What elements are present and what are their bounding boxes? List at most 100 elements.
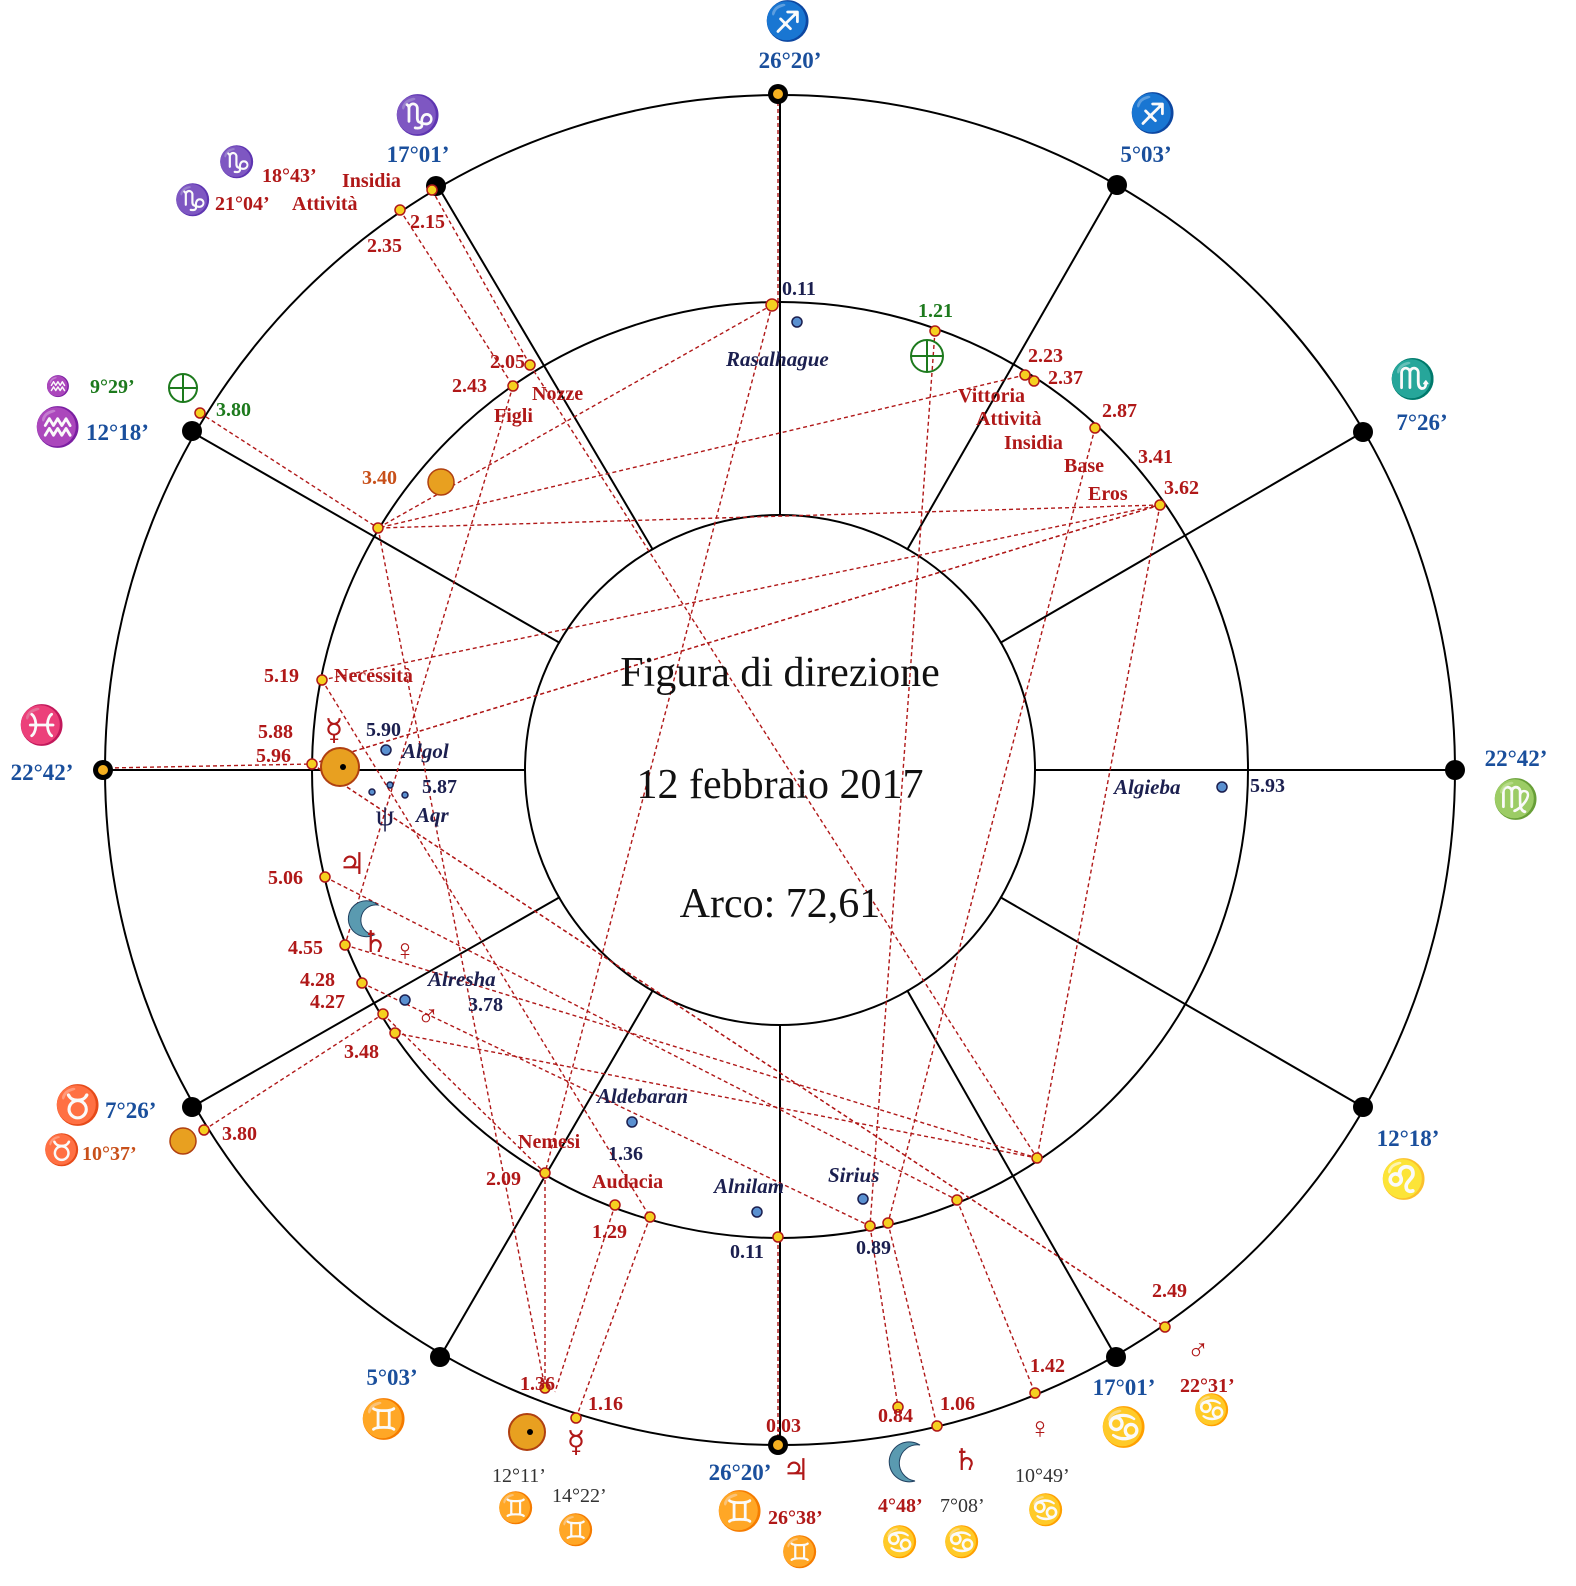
- sun-icon: [508, 1413, 546, 1451]
- sign-desc: ♍: [1492, 777, 1539, 821]
- cusp-bottom-right: 17°01’: [1093, 1375, 1156, 1400]
- cusp-ic: 26°20’: [709, 1460, 772, 1485]
- capricorn-icon: ♑: [218, 144, 255, 179]
- fortune-degree: 9°29’: [90, 376, 135, 398]
- value-3-80-fortune: 3.80: [216, 399, 251, 421]
- cusp-desc: 22°42’: [1485, 746, 1548, 771]
- mercury-degree: 14°22’: [552, 1485, 607, 1507]
- star-algol: Algol: [400, 739, 449, 763]
- value-3-78: 3.78: [468, 994, 503, 1016]
- jupiter-degree: 26°38’: [768, 1507, 823, 1529]
- chart-title: Figura di direzione: [620, 650, 940, 696]
- insidia-label: Insidia: [342, 170, 401, 192]
- label-nemesi: Nemesi: [518, 1131, 581, 1153]
- value-5-88: 5.88: [258, 721, 293, 743]
- value-3-80-sun: 3.80: [222, 1123, 257, 1145]
- sign-asc: ♓: [18, 703, 65, 747]
- sun-icon: [320, 747, 360, 787]
- value-4-27: 4.27: [310, 991, 345, 1013]
- star-rasalhague: Rasalhague: [725, 347, 829, 371]
- sun-taurus-degree: 10°37’: [82, 1143, 137, 1165]
- sign-upper-right: ♏: [1389, 357, 1436, 401]
- value-2-23: 2.23: [1028, 345, 1063, 367]
- value-2-37: 2.37: [1048, 367, 1083, 389]
- star-alresha: Alresha: [426, 967, 496, 991]
- attivita-degree: 21°04’: [215, 193, 270, 215]
- capricorn-icon: ♑: [174, 182, 211, 217]
- moon-icon: [347, 900, 380, 938]
- chart-date: 12 febbraio 2017: [637, 762, 924, 808]
- mars-icon: ♂: [417, 1000, 440, 1033]
- label-attivita: Attività: [976, 408, 1042, 430]
- value-3-62: 3.62: [1164, 477, 1199, 499]
- sign-ic: ♊: [716, 1489, 763, 1533]
- jupiter-icon: ♃: [783, 1454, 810, 1487]
- value-1-36-inner: 1.36: [608, 1143, 643, 1165]
- moon-degree: 4°48’: [878, 1495, 923, 1517]
- value-2-09: 2.09: [486, 1168, 521, 1190]
- star-aldebaran: Aldebaran: [595, 1084, 688, 1108]
- value-1-06: 1.06: [940, 1393, 975, 1415]
- gemini-icon: ♊: [781, 1534, 818, 1569]
- cancer-icon: ♋: [881, 1524, 918, 1559]
- sun-icon: [169, 1127, 197, 1155]
- sign-top-right: ♐: [1129, 91, 1176, 135]
- value-3-40: 3.40: [362, 467, 397, 489]
- value-2-35: 2.35: [367, 235, 402, 257]
- cusp-upper-right: 7°26’: [1396, 410, 1447, 435]
- neptune-icon: ψ: [376, 799, 395, 832]
- gemini-icon: ♊: [497, 1490, 534, 1525]
- cusp-dots: [182, 175, 1465, 1367]
- cusp-asc: 22°42’: [11, 760, 74, 785]
- value-4-55: 4.55: [288, 937, 323, 959]
- label-nozze: Nozze: [532, 383, 583, 405]
- mercury-icon: ☿: [325, 714, 343, 747]
- saturn-icon: ♄: [362, 926, 389, 959]
- cusp-top-right: 5°03’: [1120, 142, 1171, 167]
- value-1-42: 1.42: [1030, 1355, 1065, 1377]
- label-figli: Figli: [494, 405, 533, 427]
- label-eros: Eros: [1088, 483, 1128, 505]
- label-necessita: Necessità: [334, 665, 413, 687]
- venus-degree: 10°49’: [1015, 1465, 1070, 1487]
- cusp-bottom-left: 5°03’: [366, 1365, 417, 1390]
- value-3-48: 3.48: [344, 1041, 379, 1063]
- cusp-lower-right: 12°18’: [1377, 1126, 1440, 1151]
- direction-lines: [107, 95, 1166, 1445]
- insidia-degree: 18°43’: [262, 165, 317, 187]
- value-2-15: 2.15: [410, 211, 445, 233]
- value-0-11-top: 0.11: [782, 278, 816, 300]
- sign-top-left: ♑: [394, 93, 441, 137]
- value-1-36-outer: 1.36: [520, 1373, 555, 1395]
- star-icon: [368, 316, 1228, 1218]
- star-aqr: Aqr: [414, 803, 450, 827]
- venus-icon: ♀: [1029, 1412, 1052, 1445]
- moon-icon: [888, 1441, 921, 1483]
- fortune-icon: [168, 373, 198, 403]
- cancer-icon: ♋: [1027, 1492, 1064, 1527]
- value-0-03: 0.03: [766, 1415, 801, 1437]
- gemini-icon: ♊: [557, 1512, 594, 1547]
- star-alnilam: Alnilam: [712, 1174, 784, 1198]
- sun-icon: [427, 468, 455, 496]
- star-algieba: Algieba: [1112, 775, 1181, 799]
- value-5-19: 5.19: [264, 665, 299, 687]
- value-0-11-bottom: 0.11: [730, 1241, 764, 1263]
- sign-lower-right: ♌: [1380, 1157, 1427, 1201]
- jupiter-icon: ♃: [339, 848, 366, 881]
- fortune-icon: [910, 339, 944, 373]
- value-5-90: 5.90: [366, 719, 401, 741]
- value-4-28: 4.28: [300, 969, 335, 991]
- value-2-43: 2.43: [452, 375, 487, 397]
- value-1-16: 1.16: [588, 1393, 623, 1415]
- angle-dots: [93, 84, 788, 1455]
- cancer-icon: ♋: [943, 1524, 980, 1559]
- taurus-icon: ♉: [43, 1132, 80, 1167]
- attivita-label: Attività: [292, 193, 358, 215]
- star-sirius: Sirius: [828, 1163, 879, 1187]
- value-0-89: 0.89: [856, 1237, 891, 1259]
- label-vittoria: Vittoria: [958, 385, 1025, 407]
- cusp-lower-left: 7°26’: [105, 1098, 156, 1123]
- point-markers: [194, 184, 1171, 1432]
